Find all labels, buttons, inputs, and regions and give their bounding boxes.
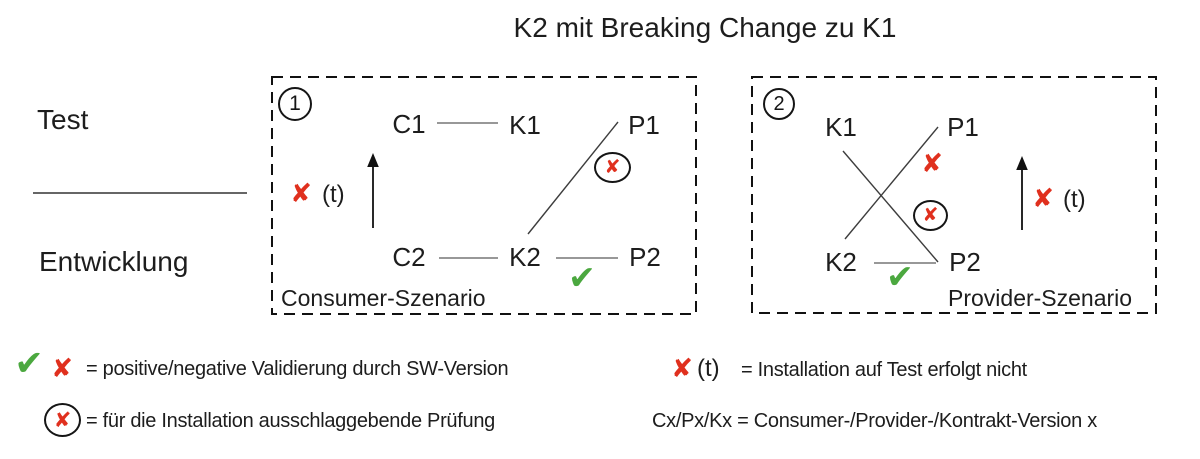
axis-label-test: Test	[37, 104, 89, 135]
s1-deploy-arrowhead	[367, 153, 379, 167]
legend-circled-cross-glyph: ✘	[53, 407, 72, 432]
scenario1-number: 1	[289, 92, 301, 115]
legend-no-test-text: = Installation auf Test erfolgt nicht	[741, 359, 1027, 381]
s2-negative-cross-icon: ✘	[921, 149, 943, 179]
legend-decisive-text: = für die Installation ausschlaggebende …	[86, 410, 495, 432]
scenario2-number-badge: 2	[763, 88, 795, 120]
s2-decisive-cross-circle-icon: ✘	[913, 200, 948, 231]
s2-node-k1: K1	[825, 112, 857, 142]
legend-cross-icon: ✘	[51, 354, 73, 384]
legend-version-key-text: Cx/Px/Kx = Consumer-/Provider-/Kontrakt-…	[652, 410, 1097, 432]
axis-label-entwicklung: Entwicklung	[39, 246, 189, 277]
legend-validation-text: = positive/negative Validierung durch SW…	[86, 358, 509, 380]
s1-node-c1: C1	[392, 109, 426, 139]
s1-node-c2: C2	[392, 242, 426, 272]
s2-positive-check-icon: ✔	[886, 257, 914, 296]
s2-deploy-arrowhead	[1016, 156, 1028, 170]
legend-t-label: (t)	[697, 355, 720, 382]
s2-decisive-cross-glyph: ✘	[922, 204, 939, 226]
scenario1-number-badge: 1	[278, 87, 312, 121]
s1-node-k1: K1	[509, 110, 541, 140]
scenario2-box	[751, 76, 1157, 314]
s2-node-p1: P1	[947, 112, 979, 142]
scenario1-caption: Consumer-Szenario	[281, 285, 486, 311]
s2-node-k2: K2	[825, 247, 857, 277]
s1-node-p2: P2	[629, 242, 661, 272]
scenario2-caption: Provider-Szenario	[948, 285, 1133, 311]
s2-line-k2-p1-diagonal	[844, 126, 939, 240]
s1-decisive-cross-glyph: ✘	[604, 156, 621, 178]
legend-check-icon: ✔	[14, 344, 44, 384]
s1-decisive-cross-circle-icon: ✘	[594, 152, 631, 183]
s1-positive-check-icon: ✔	[568, 258, 596, 297]
s1-line-k2-p1-diagonal	[527, 121, 619, 235]
scenario2-number: 2	[773, 93, 785, 115]
scenario1-box	[271, 76, 697, 315]
legend-circled-cross-icon: ✘	[44, 403, 81, 437]
page-title: K2 mit Breaking Change zu K1	[513, 12, 897, 43]
s2-no-test-cross-icon: ✘	[1032, 184, 1054, 214]
s1-node-k2: K2	[509, 242, 541, 272]
legend-no-test-cross-icon: ✘	[671, 354, 693, 384]
s2-t-label: (t)	[1063, 186, 1086, 213]
s2-line-k1-p2-diagonal	[842, 150, 939, 263]
s2-node-p2: P2	[949, 247, 981, 277]
s1-node-p1: P1	[628, 110, 660, 140]
s1-no-test-cross-icon: ✘	[290, 179, 312, 209]
s1-t-label: (t)	[322, 181, 345, 208]
